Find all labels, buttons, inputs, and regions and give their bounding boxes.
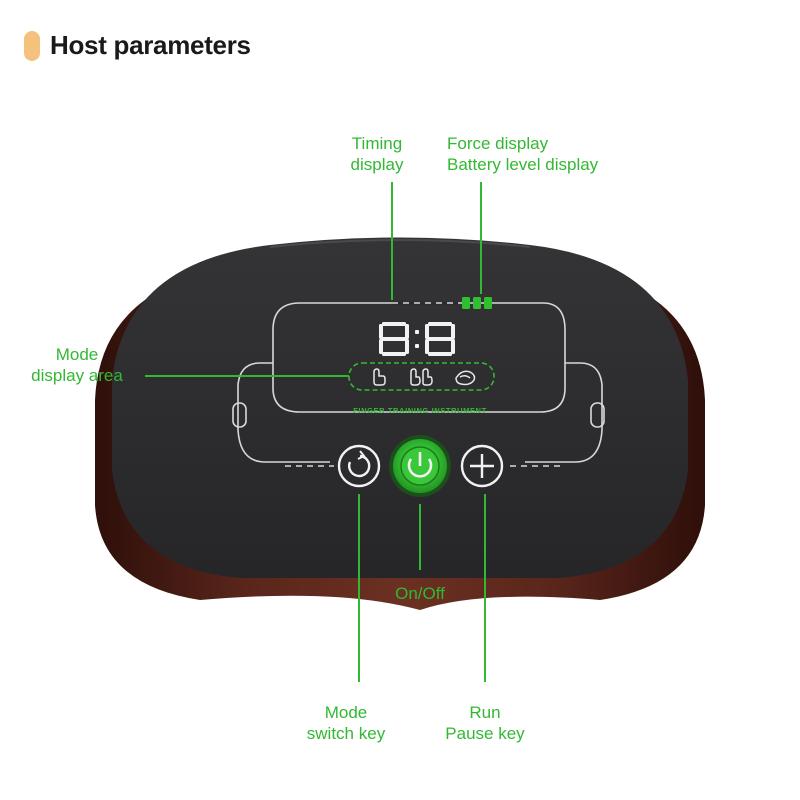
side-grip-outline-left [237, 362, 330, 463]
label-force-battery-display: Force display Battery level display [447, 134, 599, 174]
label-timing-display: Timing display [350, 134, 404, 174]
timing-digit-right [425, 322, 455, 356]
label-mode-display-area: Mode display area [31, 345, 123, 385]
mode-switch-button[interactable] [337, 444, 381, 488]
device-top-panel [112, 237, 688, 578]
finger-icon [373, 368, 386, 386]
device-top-highlight [269, 239, 531, 248]
timing-colon [415, 330, 419, 348]
timing-digit-left [379, 322, 409, 356]
title-marker [24, 30, 40, 61]
page-title: Host parameters [50, 30, 251, 60]
device-label: FINGER TRAINING INSTRUMENT [353, 406, 487, 415]
palm-icon [455, 370, 476, 386]
power-button[interactable] [389, 435, 451, 497]
label-on-off: On/Off [395, 584, 445, 603]
side-slot-left [232, 402, 247, 428]
refresh-icon [348, 454, 371, 478]
plus-icon [470, 454, 494, 478]
side-slot-right [590, 402, 605, 428]
power-icon [407, 458, 433, 478]
label-run-pause-key: Run Pause key [445, 703, 525, 743]
battery-bar-1 [462, 297, 470, 309]
two-fingers-icon [410, 368, 433, 386]
screen-outline [272, 302, 566, 413]
battery-bar-2 [473, 297, 481, 309]
run-pause-button[interactable] [460, 444, 504, 488]
battery-bar-3 [484, 297, 492, 309]
header: Host parameters [24, 30, 251, 61]
side-grip-outline-right [525, 362, 603, 463]
label-mode-switch-key: Mode switch key [306, 703, 386, 743]
